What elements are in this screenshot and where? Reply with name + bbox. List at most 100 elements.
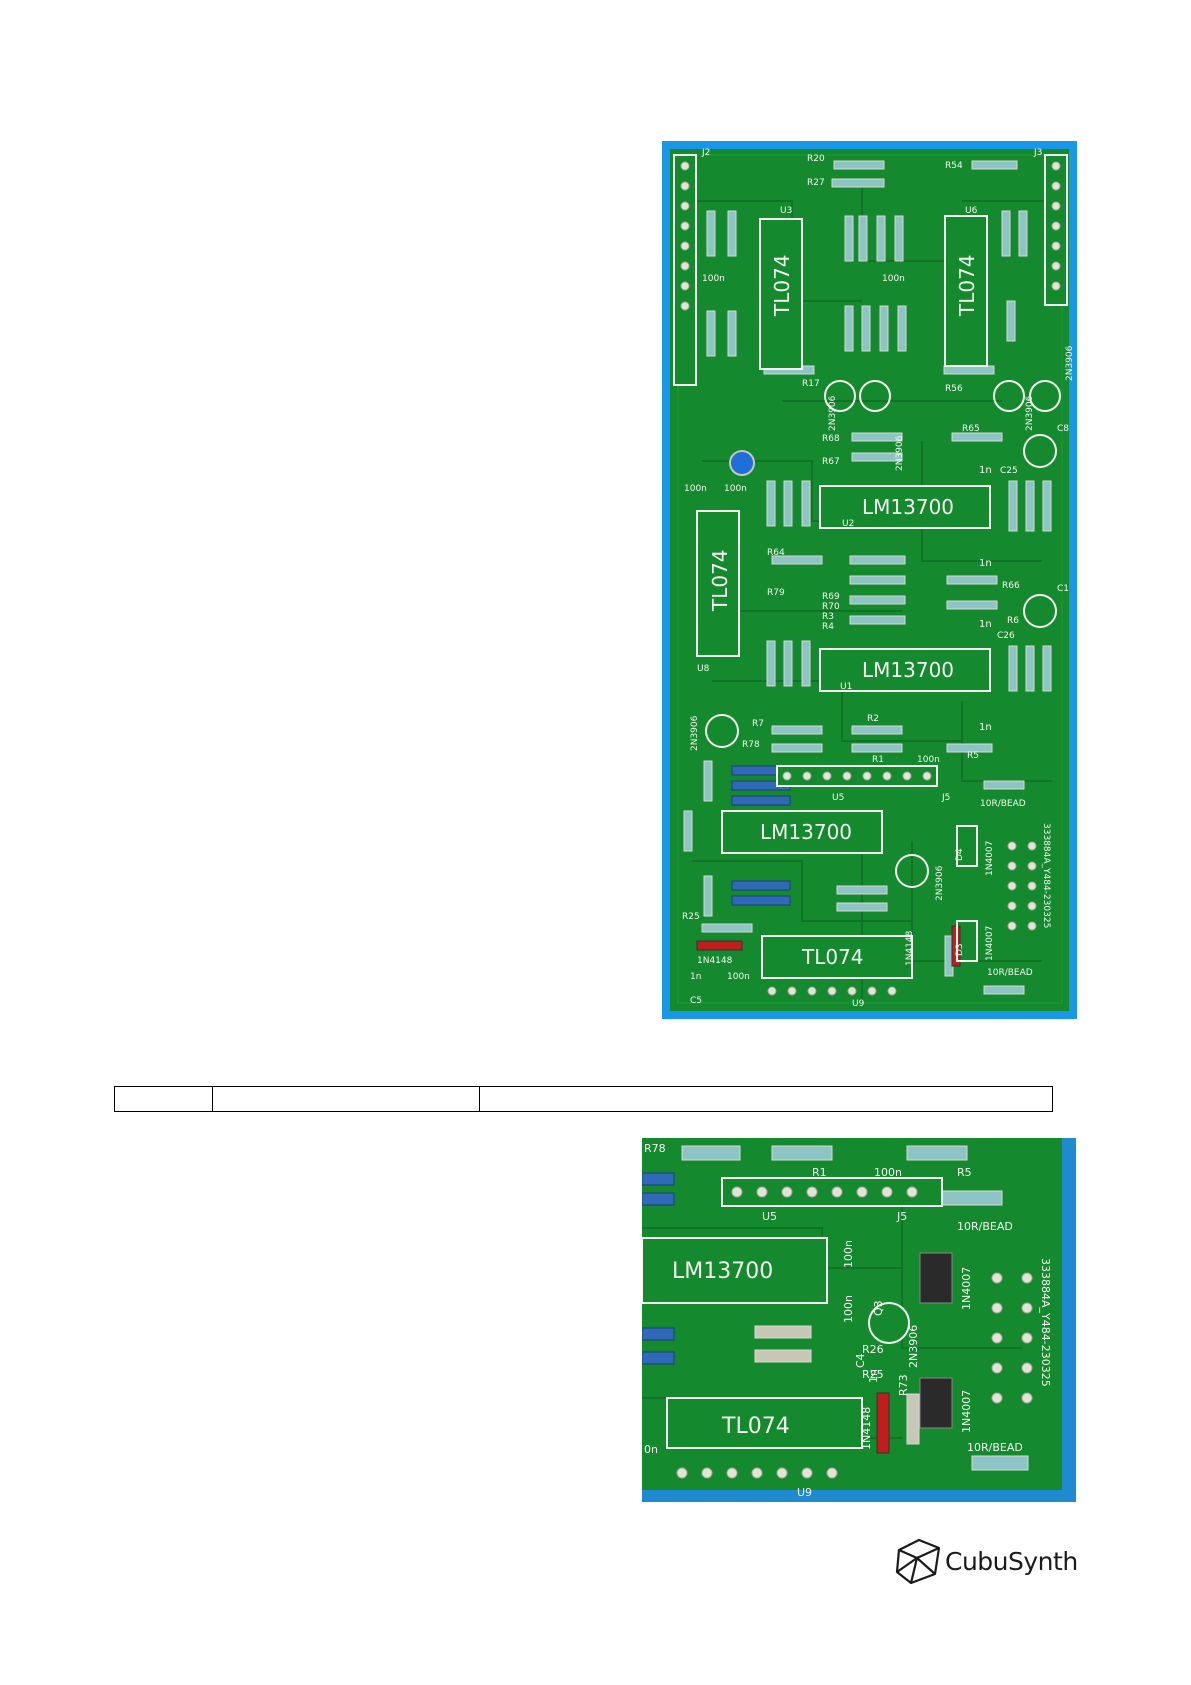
label-bead-top: 10R/BEAD <box>980 799 1026 809</box>
closeup-label-100n: 100n <box>874 1166 902 1179</box>
label-1n4148: 1N4148 <box>697 956 733 966</box>
label-r64: R64 <box>767 548 785 558</box>
ic-u9-part: TL074 <box>801 945 864 969</box>
label-r27: R27 <box>807 178 825 188</box>
ic-u3-part: TL074 <box>770 254 794 317</box>
closeup-label-j5: J5 <box>896 1210 907 1223</box>
closeup-label-r5: R5 <box>957 1166 972 1179</box>
label-r70: R70 <box>822 602 840 612</box>
label-100n-f: 100n <box>727 972 750 982</box>
label-1n-box: 1n <box>979 465 992 476</box>
label-r7: R7 <box>752 719 764 729</box>
pcb-photo-full-board: J2 J3 R20 R27 R54 U3 U6 100n 100n R17 R5… <box>662 141 1077 1019</box>
label-u8: U8 <box>697 664 710 674</box>
closeup-label-2n3906: 2N3906 <box>907 1325 920 1368</box>
table-cell <box>114 1086 213 1112</box>
label-r78: R78 <box>742 740 760 750</box>
label-r69: R69 <box>822 592 840 602</box>
table-row <box>114 1086 1053 1112</box>
label-u6: U6 <box>965 206 978 216</box>
label-1n: 1n <box>690 972 701 982</box>
label-r5: R5 <box>967 751 979 761</box>
closeup-label-1n4148: 1N4148 <box>860 1407 873 1450</box>
label-d4: D4 <box>955 848 965 861</box>
logo-text: CubuSynth <box>945 1546 1078 1576</box>
label-u9: U9 <box>852 999 865 1009</box>
closeup-label-q3: Q3 <box>872 1300 885 1316</box>
closeup-label-r73: R73 <box>897 1374 910 1396</box>
label-q-2n3906-d: 2N3906 <box>1025 395 1035 431</box>
cube-logo-icon <box>895 1538 941 1585</box>
table-cell <box>479 1086 1053 1112</box>
closeup-ic-tl074: TL074 <box>721 1414 790 1439</box>
label-q-2n3906-e: 2N3906 <box>690 715 700 751</box>
label-j5: J5 <box>941 793 950 803</box>
closeup-label-100n-c: 100n <box>842 1295 855 1323</box>
label-c5: C5 <box>690 996 702 1006</box>
label-r4: R4 <box>822 622 834 632</box>
table-cell <box>212 1086 480 1112</box>
label-r2: R2 <box>867 714 879 724</box>
closeup-label-100n-b: 100n <box>842 1240 855 1268</box>
label-q-2n3906-a: 2N3906 <box>895 435 905 471</box>
closeup-label-1n4007-b: 1N4007 <box>960 1390 973 1433</box>
label-q-2n3906-c: 2N3906 <box>1065 345 1075 381</box>
label-r20: R20 <box>807 154 825 164</box>
label-100n-b: 100n <box>882 274 905 284</box>
label-board-id: 333884A_Y484-230325 <box>1041 823 1051 928</box>
label-r65: R65 <box>962 424 980 434</box>
ic-u2-part: LM13700 <box>862 495 954 519</box>
label-j3: J3 <box>1033 148 1042 158</box>
label-r6: R6 <box>1007 616 1019 626</box>
label-r68: R68 <box>822 434 840 444</box>
closeup-label-c4: C4 <box>854 1353 867 1368</box>
label-d3-part: 1N4007 <box>985 926 995 961</box>
label-100n-a: 100n <box>702 274 725 284</box>
closeup-ic-lm13700: LM13700 <box>672 1259 773 1284</box>
label-c8: C8 <box>1057 424 1069 434</box>
label-r72: R25 <box>682 912 700 922</box>
cubusynth-logo: CubuSynth <box>893 1535 1078 1587</box>
closeup-label-r1: R1 <box>812 1166 827 1179</box>
closeup-label-bead-top: 10R/BEAD <box>957 1220 1013 1233</box>
closeup-label-u5: U5 <box>762 1210 777 1223</box>
label-d3: D3 <box>955 943 965 956</box>
label-1n-box-2: 1n <box>979 558 992 569</box>
label-1n4148-b: 1N4148 <box>905 930 915 966</box>
label-r66: R66 <box>1002 581 1020 591</box>
label-c26: C26 <box>997 631 1015 641</box>
label-q-2n3906-f: 2N3906 <box>935 865 945 901</box>
ic-u5-part: LM13700 <box>760 820 852 844</box>
label-r56: R56 <box>945 384 963 394</box>
closeup-label-1n4007-a: 1N4007 <box>960 1267 973 1310</box>
label-r79: R79 <box>767 588 785 598</box>
label-1n-box-3: 1n <box>979 619 992 630</box>
closeup-label-board-id: 333884A_Y484-230325 <box>1039 1258 1052 1387</box>
closeup-label-r25: R25 <box>862 1368 884 1381</box>
label-j2: J2 <box>701 148 710 158</box>
closeup-label-bead-bottom: 10R/BEAD <box>967 1441 1023 1454</box>
label-q-2n3906-b: 2N3906 <box>828 395 838 431</box>
label-1n-box-4: 1n <box>979 722 992 733</box>
label-r54: R54 <box>945 161 963 171</box>
ic-u6-part: TL074 <box>955 254 979 317</box>
label-bead-bottom: 10R/BEAD <box>987 968 1033 978</box>
label-u3: U3 <box>780 206 792 216</box>
label-r17: R17 <box>802 379 820 389</box>
closeup-label-0n: 0n <box>644 1443 658 1456</box>
closeup-label-u9: U9 <box>797 1486 812 1499</box>
parts-table <box>114 1086 1053 1112</box>
ic-u1-part: LM13700 <box>862 658 954 682</box>
label-r1: R1 <box>872 755 884 765</box>
closeup-label-r78: R78 <box>644 1142 666 1155</box>
closeup-label-r26: R26 <box>862 1343 884 1356</box>
label-u2: U2 <box>842 519 854 529</box>
label-c1: C1 <box>1057 584 1069 594</box>
label-r3: R3 <box>822 612 834 622</box>
label-r67: R67 <box>822 457 840 467</box>
label-100n-e: 100n <box>917 755 940 765</box>
label-u1: U1 <box>840 682 852 692</box>
label-100n-c: 100n <box>684 484 707 494</box>
ic-u8-part: TL074 <box>708 549 732 612</box>
label-c25: C25 <box>1000 466 1018 476</box>
